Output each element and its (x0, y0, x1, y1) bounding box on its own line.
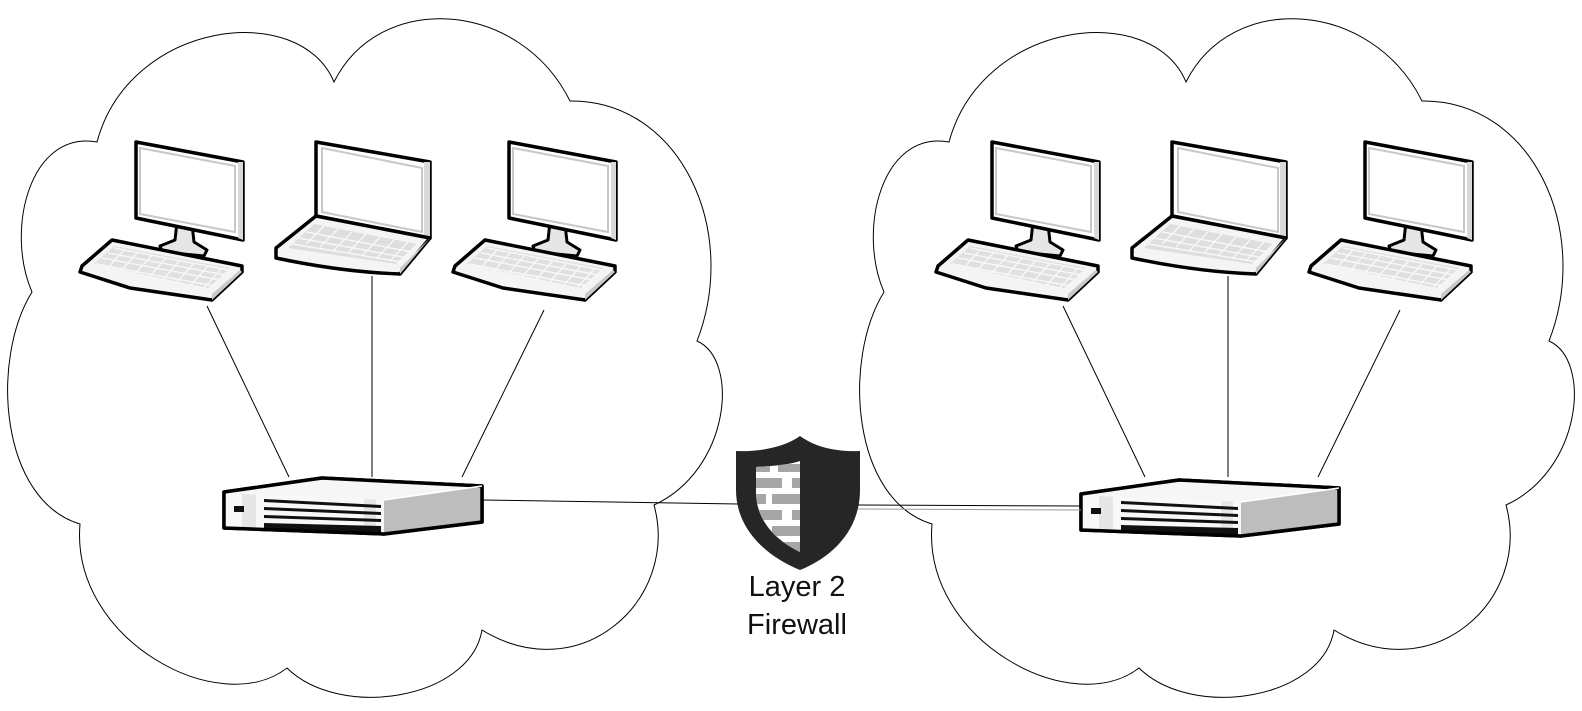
right-network-cloud (859, 18, 1575, 698)
link-firewall-right-switch (857, 504, 1082, 507)
left-network-cloud (7, 18, 723, 698)
firewall-label-line1: Layer 2 (749, 571, 846, 603)
link-desktop1-switch (206, 305, 290, 478)
link-desktop2-switch (1317, 309, 1401, 478)
network-switch-icon (222, 476, 484, 536)
link-left-switch-firewall (481, 499, 739, 505)
right-network (859, 18, 1575, 698)
shield-brick-wall-icon (736, 436, 860, 570)
link-desktop1-switch (1062, 305, 1146, 478)
link-desktop2-switch (461, 309, 545, 478)
left-network (7, 18, 723, 698)
network-switch-icon (1079, 478, 1341, 538)
link-shadow (857, 508, 1082, 511)
firewall-label-line2: Firewall (747, 609, 847, 641)
